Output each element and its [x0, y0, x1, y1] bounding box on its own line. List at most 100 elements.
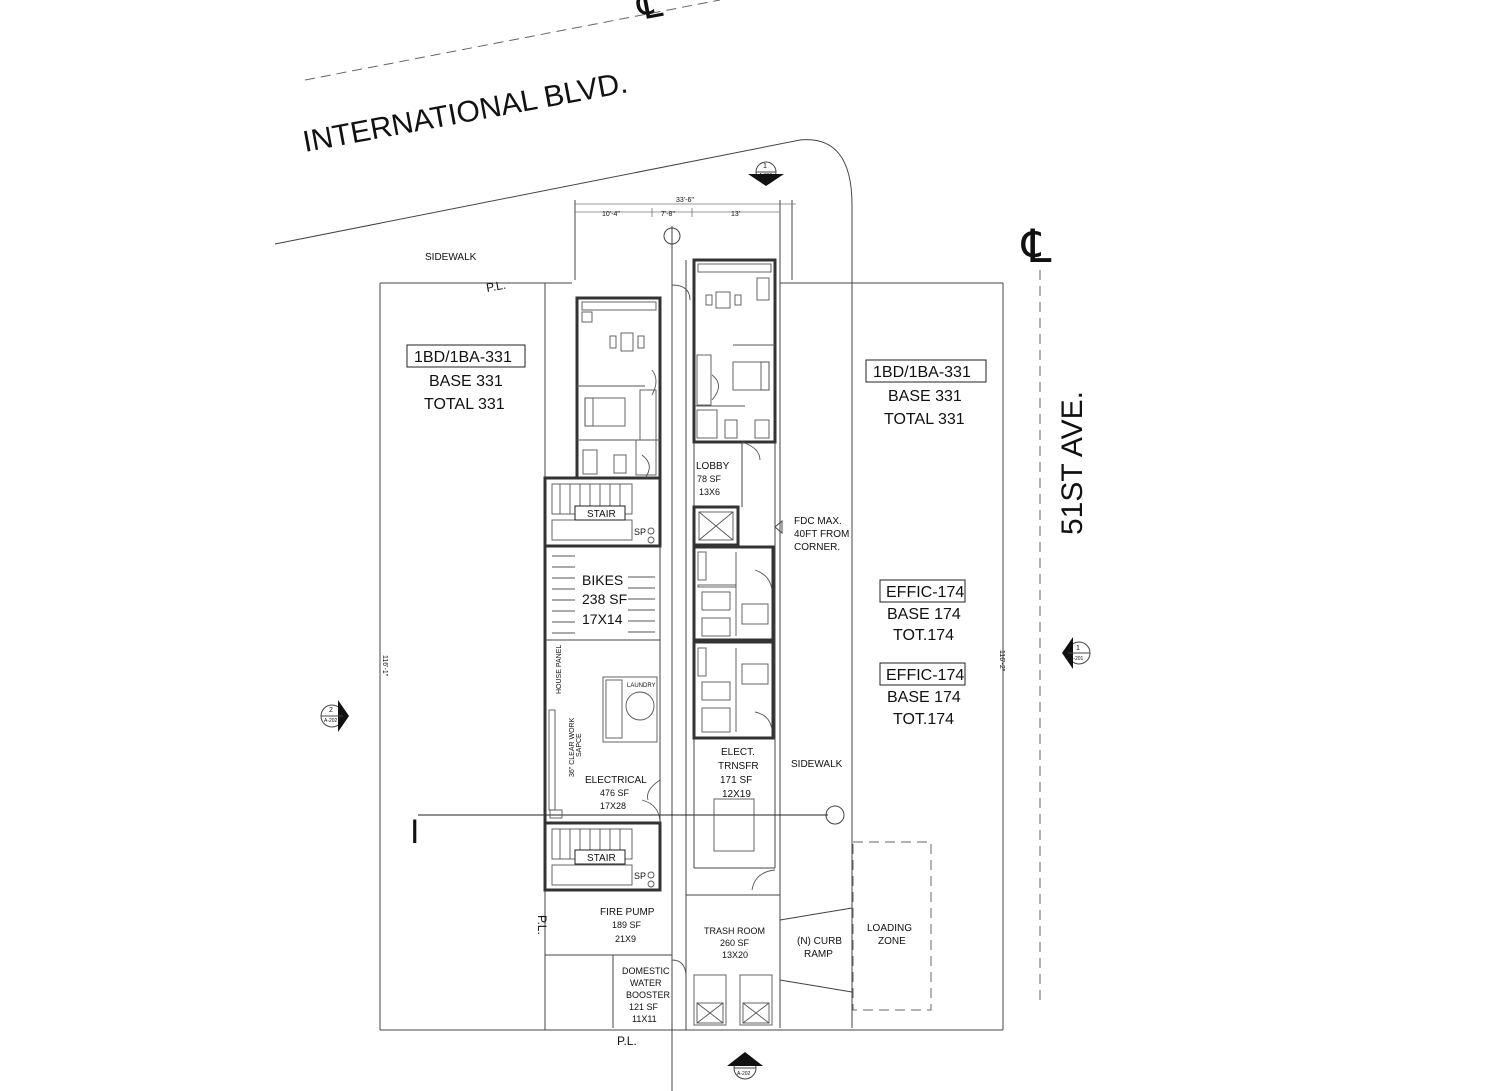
lobby-area: 78 SF: [697, 474, 722, 484]
left-unit-fixtures: [577, 301, 660, 479]
fire-pump-dims: 21X9: [615, 934, 636, 944]
section-marker-top-sheet: A-200: [759, 173, 773, 179]
dim-segment-1: 10'-4": [602, 211, 620, 218]
curb-ramp-label-2: RAMP: [804, 949, 833, 960]
clear-work-label-2: SAPCE: [576, 733, 583, 757]
electrical-dims: 17X28: [600, 801, 626, 811]
section-cut-line: I: [410, 813, 828, 851]
door-swing: [671, 284, 691, 301]
clear-work-label-1: 36" CLEAR WORK: [569, 717, 576, 777]
dim-segment-2: 7'-8": [661, 211, 675, 218]
trash-room: TRASH ROOM 260 SF 13X20: [693, 926, 773, 1026]
effic-1-total: TOT.174: [893, 627, 954, 644]
lobby-label: LOBBY: [696, 461, 730, 472]
fdc-label-3: CORNER.: [794, 542, 840, 553]
grid-bubble-right: [825, 805, 845, 825]
domestic-water-dims: 11X11: [632, 1014, 657, 1024]
unit-left-base: BASE 331: [429, 373, 503, 390]
electrical-room: LAUNDRY HOUSE PANEL 36" CLEAR WORK SAPCE…: [548, 645, 661, 824]
bikes-dims: 17X14: [582, 611, 623, 627]
loading-zone: [852, 841, 932, 1011]
unit-tag-effic-1: EFFIC-174 BASE 174 TOT.174: [879, 579, 966, 644]
stair-2: STAIR SP: [551, 828, 655, 888]
elect-trnsfr-dims: 12X19: [722, 789, 751, 800]
section-marker-left-num: 2: [329, 707, 333, 714]
dim-right-depth: 116'-2": [998, 650, 1005, 672]
laundry-label: LAUNDRY: [627, 683, 656, 689]
fdc-label-1: FDC MAX.: [794, 516, 842, 527]
unit-right-base: BASE 331: [888, 388, 962, 405]
electrical-label: ELECTRICAL: [585, 775, 647, 786]
section-marker-right: 1 A-201: [1062, 637, 1091, 669]
loading-label-1: LOADING: [867, 923, 912, 934]
centerline-symbol-top: ℄: [633, 0, 666, 29]
sidewalk-label-top: SIDEWALK: [425, 252, 477, 263]
bikes-area: 238 SF: [582, 591, 627, 607]
bikes-room: BIKES 238 SF 17X14: [552, 555, 655, 634]
unit-tag-right: 1BD/1BA-331 BASE 331 TOTAL 331: [865, 359, 987, 428]
electrical-area: 476 SF: [600, 788, 630, 798]
elect-trnsfr-area: 171 SF: [720, 775, 752, 786]
trash-room-area: 260 SF: [720, 938, 750, 948]
property-lines: [379, 200, 1004, 1091]
sp-2-label: SP: [634, 871, 646, 881]
curb-line: [274, 139, 853, 1028]
unit-tag-left: 1BD/1BA-331 BASE 331 TOTAL 331: [406, 344, 526, 413]
pl-label-left: P.L.: [535, 915, 549, 935]
effic-2-tag: EFFIC-174: [886, 667, 964, 684]
elect-trnsfr-label-2: TRNSFR: [718, 761, 759, 772]
domestic-water-label-1: DOMESTIC: [622, 966, 670, 976]
centerline-symbol-right: ℄: [1021, 220, 1052, 272]
unit-right-total: TOTAL 331: [884, 411, 965, 428]
unit-left-total: TOTAL 331: [424, 396, 505, 413]
door-swing-3: [751, 869, 776, 891]
effic-1-base: BASE 174: [887, 606, 961, 623]
domestic-water-label-2: WATER: [630, 978, 662, 988]
unit-right-tag: 1BD/1BA-331: [873, 364, 971, 381]
bikes-label: BIKES: [582, 572, 623, 588]
fifty-first-ave: 51ST AVE. ℄: [1021, 220, 1089, 1005]
fdc-label-2: 40FT FROM: [794, 529, 849, 540]
international-blvd: INTERNATIONAL BLVD. ℄: [300, 0, 721, 159]
pl-label-top: P.L.: [485, 278, 507, 295]
unit-tag-effic-2: EFFIC-174 BASE 174 TOT.174: [879, 662, 966, 728]
section-marker-bottom-sheet: A-202: [737, 1071, 751, 1077]
section-marker-top: 1 A-200: [748, 161, 784, 186]
section-marker-left: 2 A-202: [320, 700, 349, 732]
section-marker-bottom-num: 3: [742, 1059, 746, 1066]
right-building: [686, 258, 853, 993]
effic-fixtures: [697, 551, 773, 733]
street-label-international: INTERNATIONAL BLVD.: [300, 66, 630, 158]
stair-1: STAIR SP: [551, 483, 655, 544]
elect-trnsfr-label-1: ELECT.: [721, 747, 755, 758]
stair-1-label: STAIR: [587, 509, 616, 520]
grid-bubble-top: [663, 227, 681, 245]
section-marker-left-sheet: A-202: [324, 718, 338, 724]
left-building: [543, 296, 672, 1028]
fire-pump-area: 189 SF: [612, 920, 642, 930]
effic-1-tag: EFFIC-174: [886, 584, 964, 601]
section-cut-label: I: [410, 813, 419, 851]
domestic-water-label-3: BOOSTER: [626, 990, 671, 1000]
street-label-51st: 51ST AVE.: [1056, 391, 1089, 535]
door-swing-4: [671, 959, 687, 976]
loading-label-2: ZONE: [878, 936, 906, 947]
dim-left-depth: 116'-1": [381, 655, 388, 677]
right-unit-fixtures: [694, 263, 775, 461]
section-marker-right-sheet: A-201: [1070, 656, 1084, 662]
stair-2-label: STAIR: [587, 853, 616, 864]
domestic-water-area: 121 SF: [629, 1002, 659, 1012]
section-marker-top-num: 1: [763, 163, 767, 170]
dim-segment-3: 13': [731, 211, 740, 218]
unit-left-tag: 1BD/1BA-331: [414, 349, 512, 366]
pl-label-bottom: P.L.: [617, 1034, 637, 1048]
effic-2-total: TOT.174: [893, 711, 954, 728]
trash-room-label: TRASH ROOM: [704, 926, 765, 936]
house-panel-label: HOUSE PANEL: [556, 645, 563, 694]
effic-2-base: BASE 174: [887, 689, 961, 706]
lobby-dims: 13X6: [699, 487, 720, 497]
dim-overall-width: 33'-6": [676, 197, 694, 204]
sp-1-label: SP: [634, 527, 646, 537]
section-marker-bottom: 3 A-202: [727, 1052, 763, 1080]
